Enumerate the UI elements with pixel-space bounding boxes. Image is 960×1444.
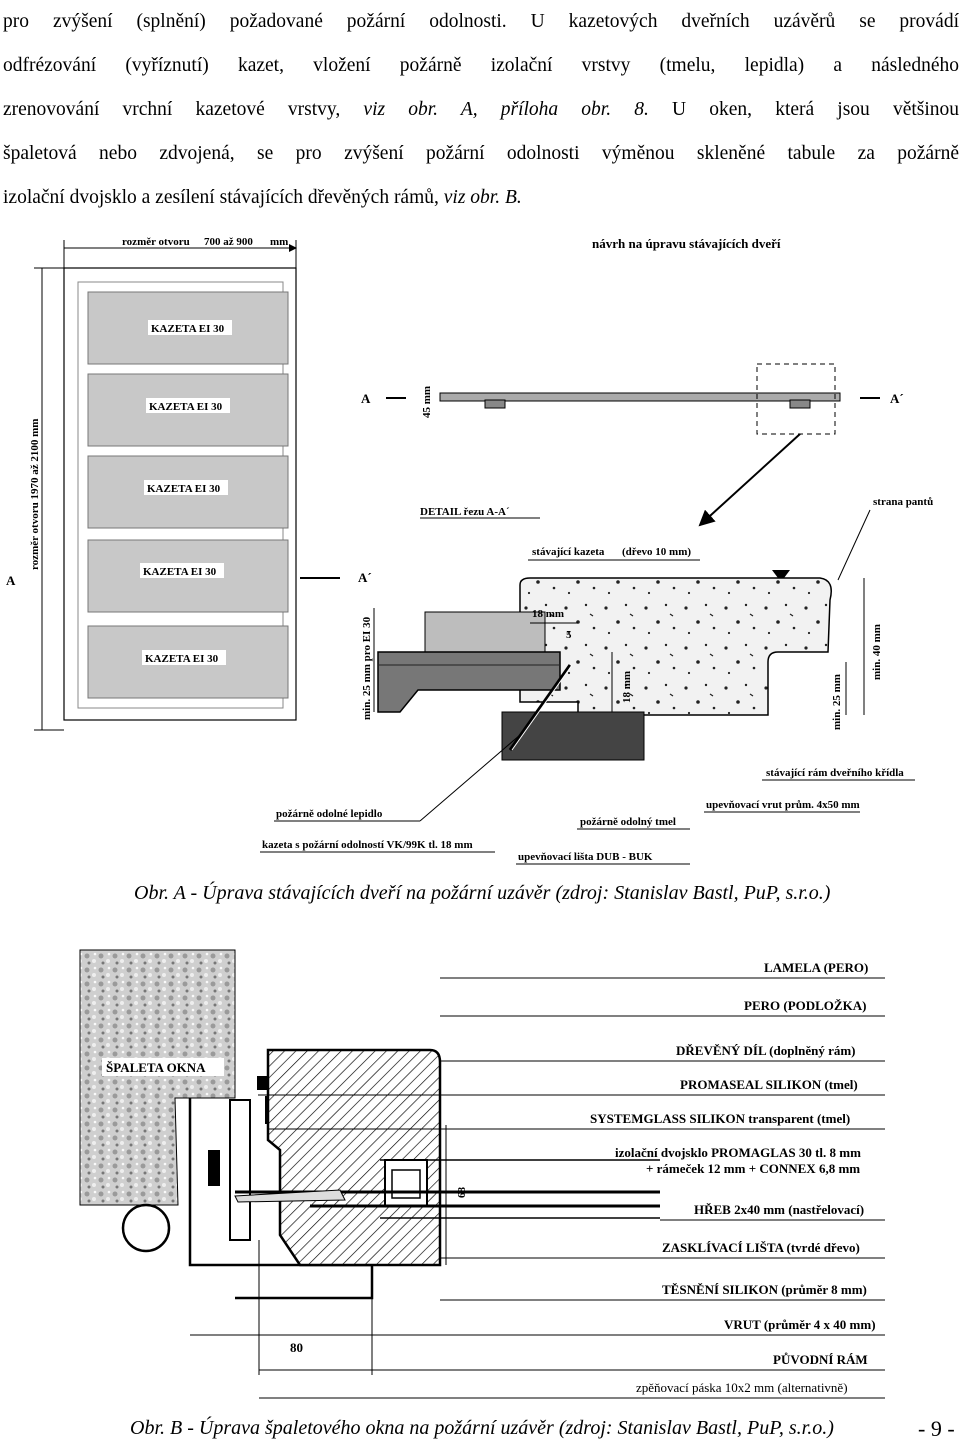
dim-68-label: 68 [456, 1187, 468, 1199]
paragraph-line-3: zrenovování vrchní kazetové vrstvy, viz … [3, 99, 960, 120]
dim-5-label: 5 [566, 629, 572, 641]
panel-label: KAZETA EI 30 [147, 483, 221, 495]
label-wooden-part: DŘEVĚNÝ DÍL (doplněný rám) [676, 1043, 856, 1058]
figure-b-caption: Obr. B - Úprava špaletového okna na požá… [130, 1417, 834, 1439]
label-original-frame: PŮVODNÍ RÁM [773, 1352, 868, 1367]
figure-a-title: návrh na úpravu stávajících dveří [592, 236, 781, 251]
thickness-label: 45 mm [421, 386, 433, 418]
dim-width-value: 700 až 900 [204, 236, 253, 248]
dim-height-label: rozměr otvoru 1970 až 2100 mm [29, 419, 41, 570]
label-glass-unit: izolační dvojsklo PROMAGLAS 30 tl. 8 mm [615, 1145, 861, 1160]
paragraph-line-1: pro zvýšení (splnění) požadované požární… [3, 11, 959, 32]
dim-width-unit: mm [270, 236, 288, 248]
figure-b-drawing: ŠPALETA OKNA 68 80 LAMELA (PERO) PERO (P… [79, 949, 885, 1399]
frame-label: stávající rám dveřního křídla [766, 767, 904, 779]
detail-title: DETAIL řezu A-A´ [420, 506, 510, 518]
section-mark-a: A [6, 573, 16, 588]
existing-panel-label: stávající kazeta [532, 546, 605, 558]
page-number: - 9 - [918, 1416, 955, 1441]
panel-label: KAZETA EI 30 [151, 323, 225, 335]
figure-reference: viz obr. A, příloha obr. 8. [363, 99, 649, 120]
glue-label: požárně odolné lepidlo [276, 808, 383, 820]
paragraph-line-5: izolační dvojsklo a zesílení stávajících… [3, 187, 522, 208]
dim-min40-label: min. 40 mm [871, 624, 883, 680]
dim-18-label: 18 mm [532, 608, 564, 620]
label-nail: HŘEB 2x40 mm (nastřelovací) [694, 1202, 864, 1217]
label-seal: TĚSNĚNÍ SILIKON (průměr 8 mm) [662, 1282, 867, 1297]
label-systemglass: SYSTEMGLASS SILIKON transparent (tmel) [590, 1111, 850, 1126]
label-glass-unit-2: + rámeček 12 mm + CONNEX 6,8 mm [646, 1161, 860, 1176]
section-mark-a-prime: A´ [358, 570, 372, 585]
dim-80-label: 80 [290, 1340, 303, 1355]
reveal-label: ŠPALETA OKNA [106, 1060, 206, 1075]
figure-a-caption: Obr. A - Úprava stávajících dveří na pož… [134, 882, 831, 904]
figure-reference: viz obr. B. [443, 187, 522, 208]
label-pero: PERO (PODLOŽKA) [744, 998, 866, 1013]
paragraph-line-2: odfrézování (vyříznutí) kazet, vložení p… [3, 55, 959, 76]
panel-label: KAZETA EI 30 [145, 653, 219, 665]
section-mark-a-prime2: A´ [890, 391, 904, 406]
dim-18v-label: 18 mm [621, 671, 633, 703]
putty-label: požárně odolný tmel [580, 816, 676, 828]
panel-label: KAZETA EI 30 [143, 566, 217, 578]
paragraph-line-4: špaletová nebo zdvojená, se pro zvýšení … [3, 143, 959, 164]
label-intumescent-tape: zpěňovací páska 10x2 mm (alternativně) [636, 1380, 848, 1395]
dim-min25-ei-label: min. 25 mm pro EI 30 [361, 616, 373, 720]
panel-label: KAZETA EI 30 [149, 401, 223, 413]
label-promaseal: PROMASEAL SILIKON (tmel) [680, 1077, 858, 1092]
strip-label: upevňovací lišta DUB - BUK [518, 851, 653, 863]
dim-min25-label: min. 25 mm [831, 674, 843, 730]
figure-a-drawing: rozměr otvoru 700 až 900 mm rozměr otvor… [6, 236, 933, 865]
hinge-side-label: strana pantů [873, 496, 933, 508]
label-glazing-bead: ZASKLÍVACÍ LIŠTA (tvrdé dřevo) [662, 1240, 860, 1255]
door-panels: KAZETA EI 30 KAZETA EI 30 KAZETA EI 30 K… [87, 291, 289, 699]
dim-width-label: rozměr otvoru [122, 236, 190, 248]
body-paragraph: pro zvýšení (splnění) požadované požární… [3, 0, 959, 220]
label-lamela: LAMELA (PERO) [764, 960, 868, 975]
panel-spec-label: kazeta s požární odolností VK/99K tl. 18… [262, 839, 473, 851]
section-mark-a2: A [361, 391, 371, 406]
label-screw: VRUT (průměr 4 x 40 mm) [724, 1317, 876, 1332]
screw-label: upevňovací vrut prům. 4x50 mm [706, 799, 860, 811]
existing-panel-note: (dřevo 10 mm) [622, 546, 691, 558]
